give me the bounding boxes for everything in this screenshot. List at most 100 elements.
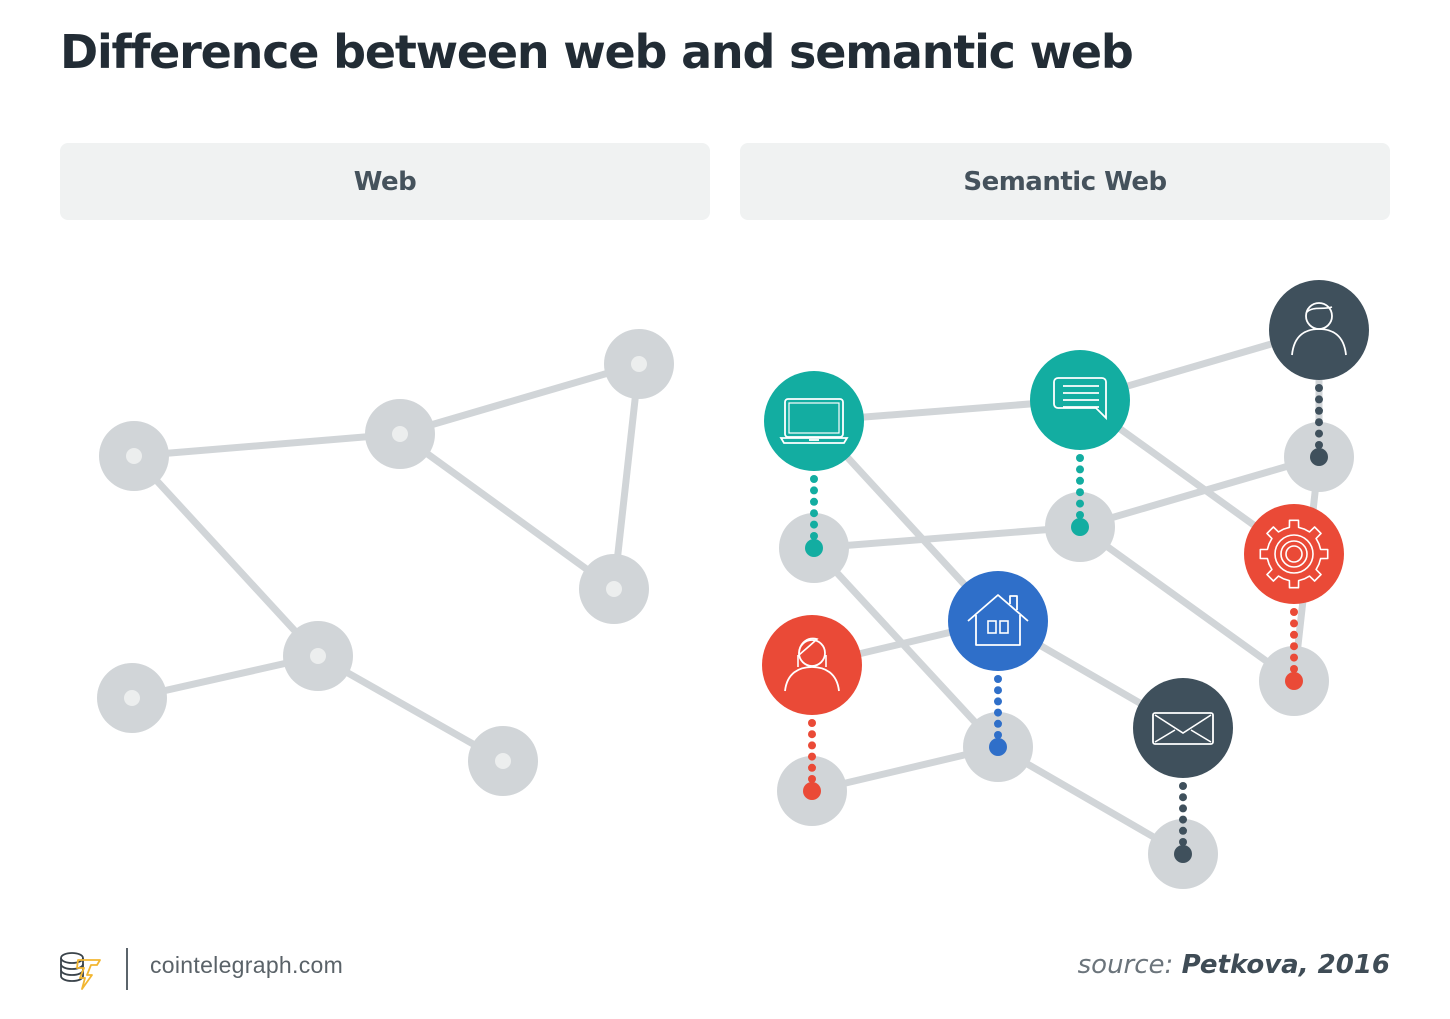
person-male-icon [1291,302,1347,356]
link-dot [994,675,1002,683]
link-dot [1290,630,1298,639]
resource-circle [1133,678,1233,778]
dotted-link [1285,608,1303,690]
link-dot [994,686,1002,695]
web-node [365,399,435,469]
web-node-center [606,581,622,597]
link-dot [1290,653,1298,662]
footer-divider [126,948,128,990]
web-node-center [392,426,408,442]
resource-node-woman [762,615,862,715]
resource-circle [1269,280,1369,380]
link-dot [808,763,816,772]
web-node-center [126,448,142,464]
web-panel-header: Web [60,143,710,220]
link-dot [994,697,1002,706]
web-node [468,726,538,796]
link-dot [810,486,818,495]
resource-circle [762,615,862,715]
semantic-web-panel-header: Semantic Web [740,143,1390,220]
link-dot [808,741,816,750]
link-dot [810,497,818,506]
house-icon [967,594,1029,646]
link-dot [1290,642,1298,651]
dotted-link [1310,384,1328,466]
semantic-edge [996,743,1185,858]
link-dot [1315,441,1323,449]
resource-node-house [948,571,1048,671]
link-dot [1179,804,1187,813]
link-dot [1179,826,1187,835]
link-dot [1179,793,1187,802]
web-edge [397,431,617,592]
link-dot [1179,815,1187,824]
semantic-edge [1079,453,1320,531]
resource-node-chat [1030,350,1130,450]
link-dot [1315,395,1323,404]
web-edge [131,453,321,659]
web-node-center [631,356,647,372]
link-dot [1315,406,1323,415]
page-title: Difference between web and semantic web [60,25,1134,79]
resource-node-man [1269,280,1369,380]
semantic-edge [811,545,1001,750]
link-dot [1179,838,1187,846]
dotted-link [805,475,823,557]
web-edge [399,360,640,438]
link-dot [808,752,816,761]
resource-node-laptop [764,371,864,471]
web-node-center [124,690,140,706]
web-node-center [495,753,511,769]
web-node [99,421,169,491]
gear-icon [1259,519,1329,589]
link-dot [808,730,816,739]
link-dot [1076,511,1084,519]
link-dot [1315,429,1323,438]
web-panel-label: Web [353,166,417,197]
semantic-web-panel-label: Semantic Web [963,166,1167,197]
link-dot [1076,488,1084,497]
semantic-edge [813,523,1081,552]
link-dot [808,775,816,783]
web-edge [133,430,401,460]
link-dot [810,520,818,529]
resource-circle [764,371,864,471]
web-edge [610,363,643,590]
web-node [97,663,167,733]
link-dot [1076,465,1084,474]
link-dot [810,509,818,518]
link-dot [1076,499,1084,508]
link-dot [1290,608,1298,616]
link-dot [1315,418,1323,427]
web-edge [316,652,505,765]
envelope-icon [1152,712,1214,745]
anchor-dot [989,738,1007,756]
link-dot [1076,454,1084,462]
dotted-link [1071,454,1089,536]
footer-brand-link[interactable]: cointelegraph.com [150,952,344,978]
semantic-resource-nodes [762,280,1369,778]
anchor-dot [1285,672,1303,690]
dotted-link [989,675,1007,756]
link-dot [994,708,1002,717]
anchor-dot [1071,518,1089,536]
link-dot [1076,476,1084,485]
anchor-dot [805,539,823,557]
source-label: source: [1077,950,1174,980]
anchor-dot [803,782,821,800]
link-dot [994,719,1002,728]
resource-node-mail [1133,678,1233,778]
link-dot [1290,665,1298,673]
resource-node-gear [1244,504,1344,604]
link-dot [810,475,818,483]
link-dot [1290,619,1298,628]
link-dot [1315,384,1323,392]
anchor-dot [1174,845,1192,863]
laptop-icon [779,398,849,444]
person-female-icon [784,637,840,692]
web-node [283,621,353,691]
resource-circle [948,571,1048,671]
chat-bubble-icon [1053,377,1107,421]
anchor-dot [1310,448,1328,466]
link-dot [994,731,1002,739]
